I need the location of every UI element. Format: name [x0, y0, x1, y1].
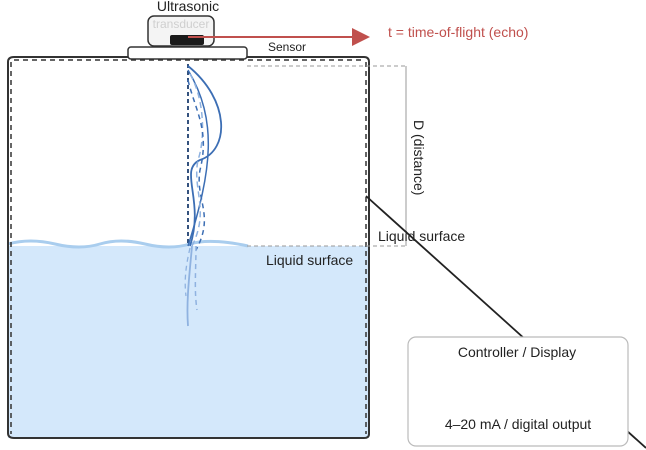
distance-label: D (distance): [411, 120, 427, 195]
echo-label: t = time-of-flight (echo): [388, 24, 528, 40]
sensor-subtitle: transducer: [153, 17, 210, 31]
sensor-label: Sensor: [268, 40, 306, 54]
controller-output: 4–20 mA / digital output: [445, 416, 591, 432]
liquid-body: [8, 246, 369, 438]
controller-title: Controller / Display: [458, 344, 576, 360]
controller-box: [407, 336, 629, 447]
sensor-mount: [127, 46, 248, 60]
ultrasonic-beam: [184, 65, 222, 327]
tank-inner-dashed: [10, 59, 367, 434]
tank-outline: [7, 56, 370, 439]
echo-arrow-head: [352, 28, 370, 46]
liquid-surface-label-inside: Liquid surface: [266, 252, 353, 268]
distance-bracket: [247, 65, 407, 247]
liquid-surface-label-outside: Liquid surface: [378, 228, 465, 244]
sensor-title: Ultrasonic: [157, 0, 219, 14]
